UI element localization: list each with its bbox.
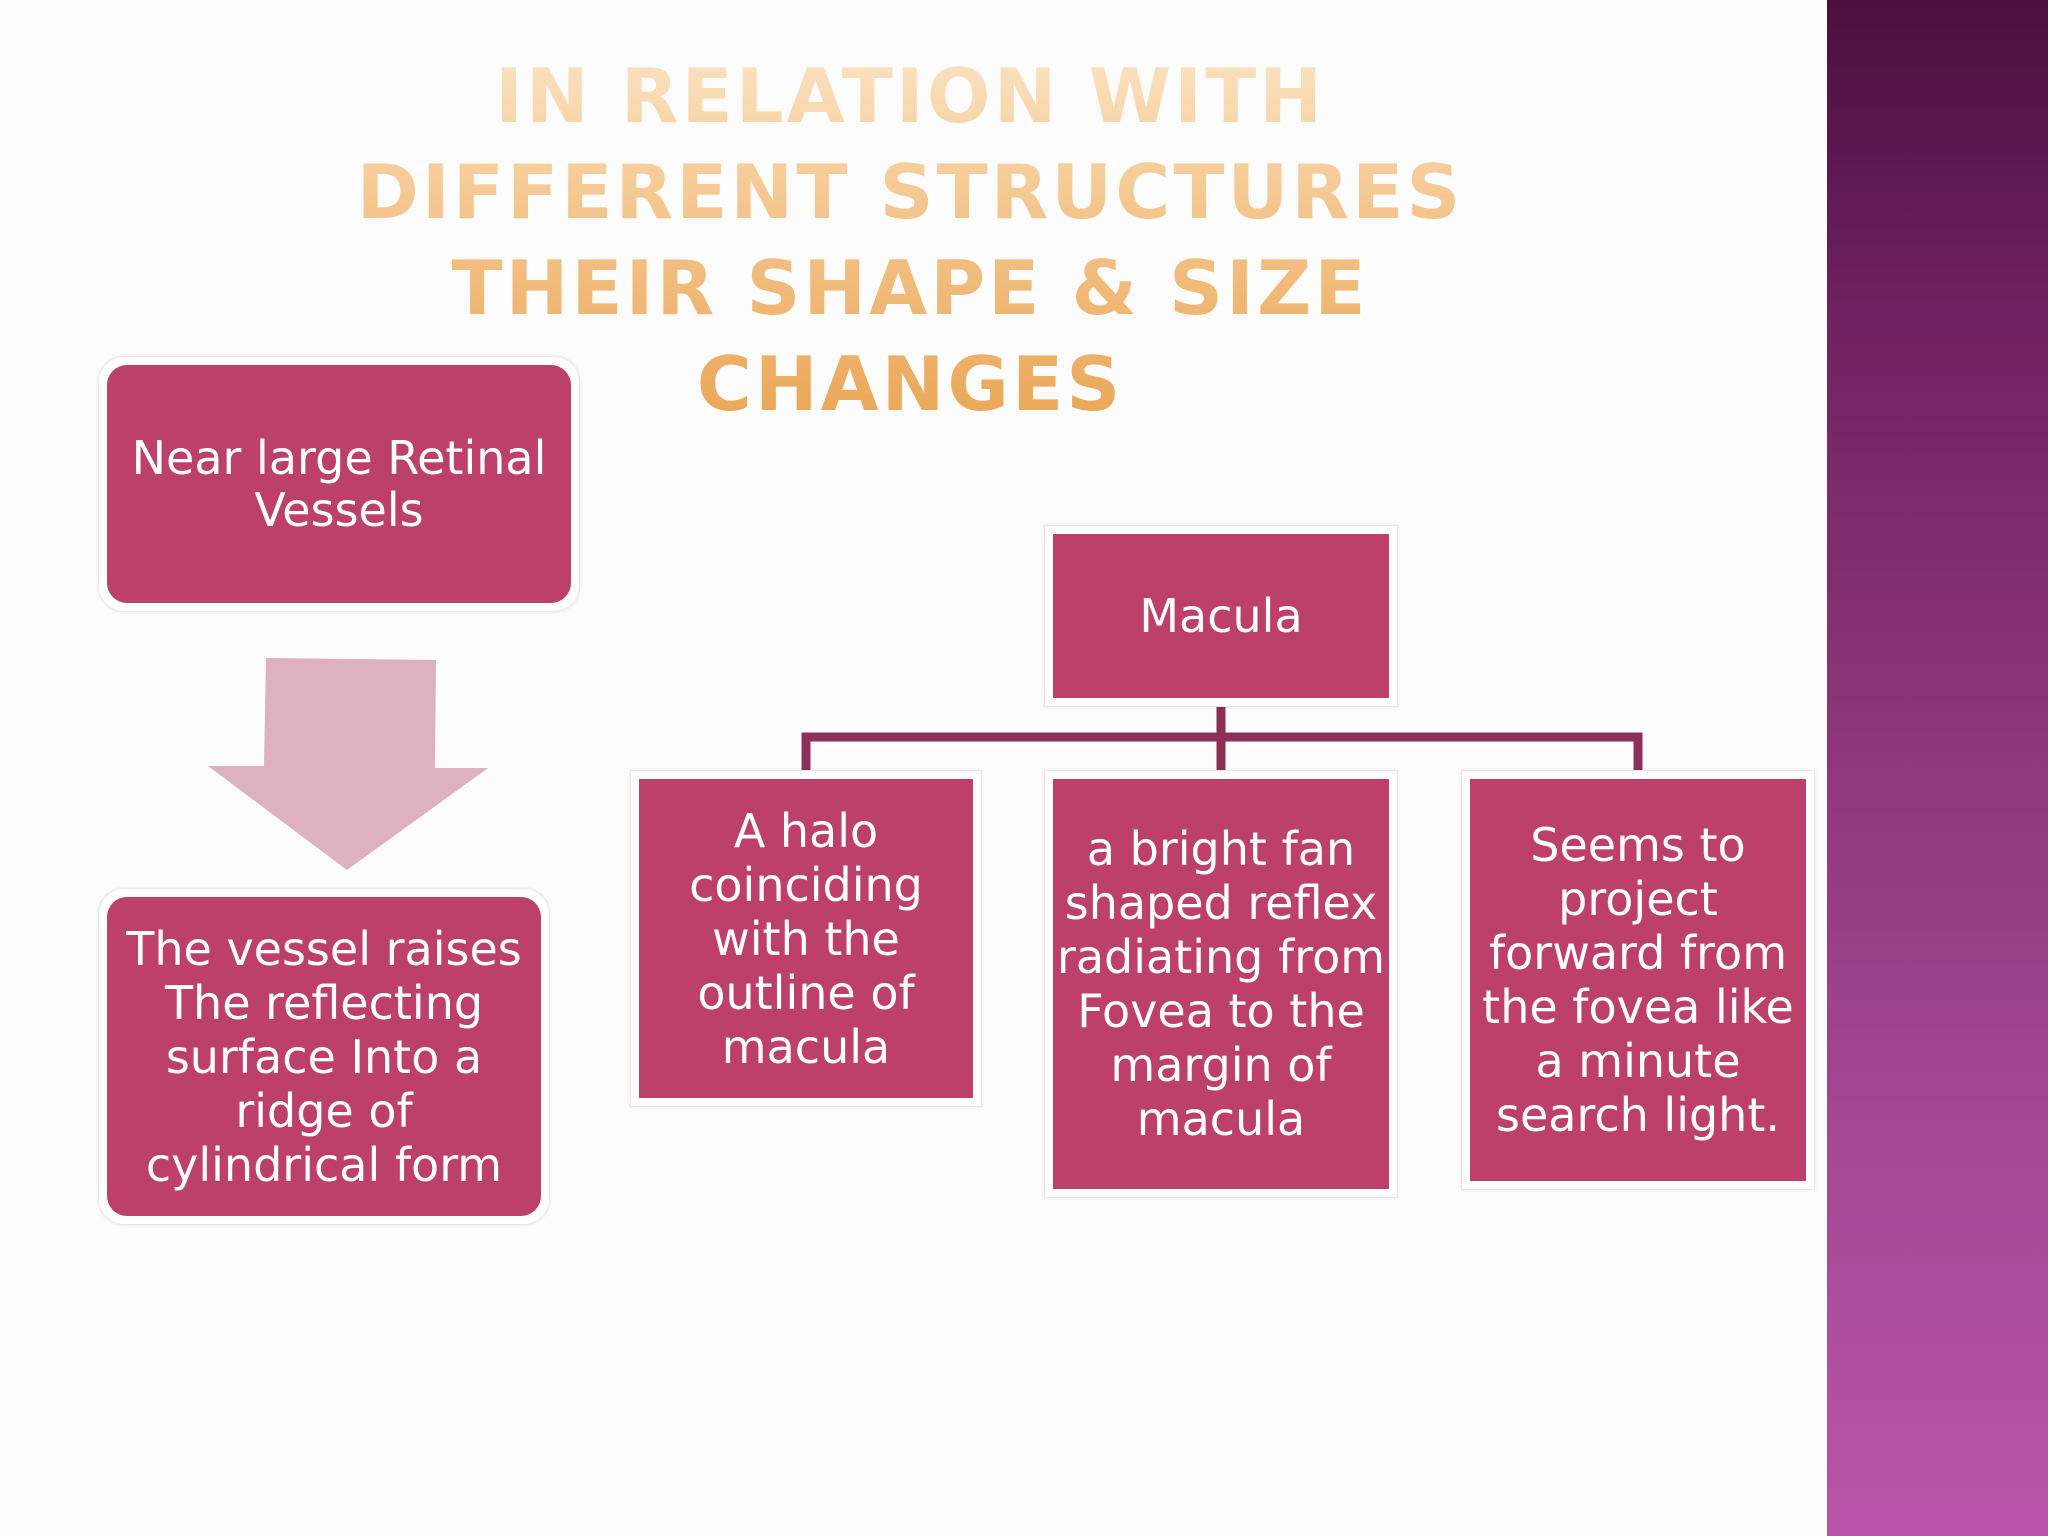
vessel-raises-box: The vessel raises The reflecting surface… bbox=[107, 897, 541, 1216]
macula-box: Macula bbox=[1053, 534, 1389, 698]
near-retinal-vessels-frame: Near large Retinal Vessels bbox=[98, 356, 580, 612]
vessel-raises-frame: The vessel raises The reflecting surface… bbox=[98, 888, 550, 1225]
halo-text: A halo coinciding with the outline of ma… bbox=[689, 803, 923, 1074]
search-light-frame: Seems to project forward from the fovea … bbox=[1461, 770, 1815, 1190]
halo-box: A halo coinciding with the outline of ma… bbox=[639, 779, 973, 1098]
slide-title: In relation with different structures th… bbox=[240, 48, 1580, 432]
fan-reflex-text: a bright fan shaped reflex radiating fro… bbox=[1056, 822, 1386, 1146]
near-retinal-vessels-box: Near large Retinal Vessels bbox=[107, 365, 571, 603]
near-retinal-vessels-text: Near large Retinal Vessels bbox=[131, 431, 547, 537]
search-light-box: Seems to project forward from the fovea … bbox=[1470, 779, 1806, 1181]
macula-text: Macula bbox=[1139, 589, 1303, 643]
search-light-text: Seems to project forward from the fovea … bbox=[1482, 818, 1794, 1142]
macula-frame: Macula bbox=[1044, 525, 1398, 707]
halo-frame: A halo coinciding with the outline of ma… bbox=[630, 770, 982, 1107]
fan-reflex-frame: a bright fan shaped reflex radiating fro… bbox=[1044, 770, 1398, 1198]
fan-reflex-box: a bright fan shaped reflex radiating fro… bbox=[1053, 779, 1389, 1189]
vessel-raises-text: The vessel raises The reflecting surface… bbox=[126, 921, 522, 1192]
down-arrow-icon bbox=[208, 658, 488, 870]
decorative-side-band bbox=[1827, 0, 2048, 1536]
